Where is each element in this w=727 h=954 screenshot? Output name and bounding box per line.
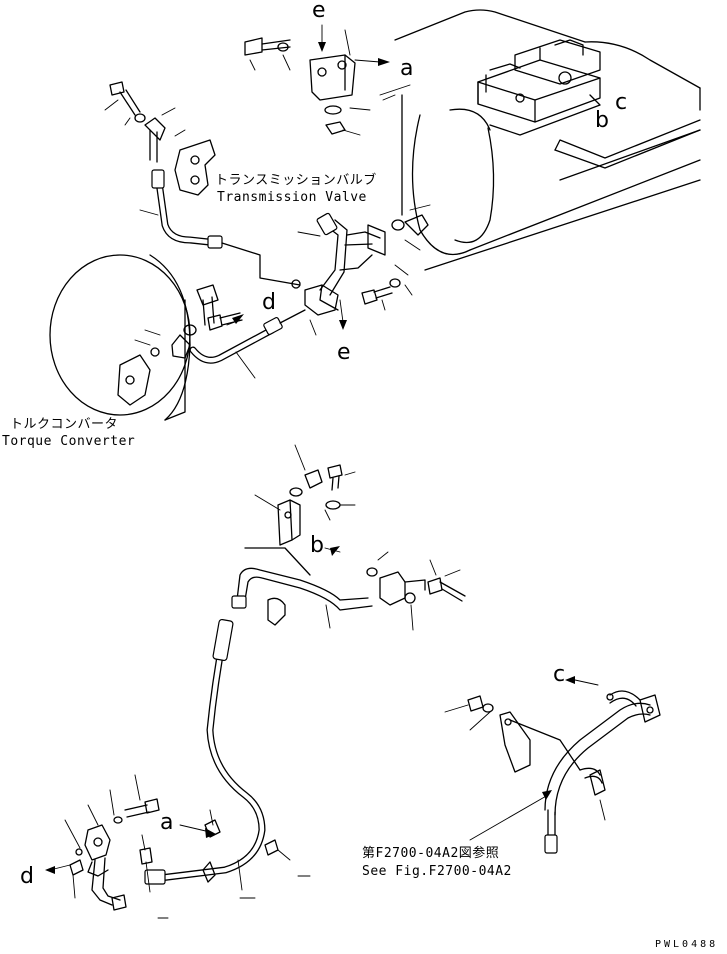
ref-letter-e-mid: e [337, 340, 351, 365]
lower-left-fitting [45, 774, 160, 911]
ref-letter-e-top: e [312, 0, 326, 23]
ref-letter-d-low: d [20, 864, 34, 889]
ref-letter-b-top: b [595, 108, 609, 133]
transmission-valve-label-en: Transmission Valve [217, 190, 367, 205]
torque-converter-label-en: Torque Converter [2, 434, 136, 449]
see-fig-label-en: See Fig.F2700-04A2 [362, 864, 512, 879]
transmission-port-fitting [391, 204, 431, 251]
transmission-valve-fitting [104, 81, 216, 196]
ref-letter-c-top: c [615, 90, 628, 115]
bracket-b-parts [244, 444, 356, 576]
see-fig-label-jp: 第F2700-04A2図参照 [362, 846, 500, 861]
converter-fitting [171, 284, 244, 359]
ref-letter-a-top: a [400, 56, 414, 81]
ref-letter-c-right: c [553, 662, 566, 687]
transmission-valve-label-jp: トランスミッションバルブ [215, 173, 377, 188]
ref-letter-a-low: a [160, 810, 174, 835]
upper-hose-1 [139, 169, 301, 286]
torque-converter [49, 254, 191, 421]
bracket-e [244, 24, 390, 136]
ref-letter-d-mid: d [262, 290, 276, 315]
torque-converter-label-jp: トルクコンバータ [10, 417, 119, 432]
ref-letter-b-mid: b [310, 533, 324, 558]
control-valve-block [477, 39, 601, 123]
see-fig-leader [469, 790, 552, 841]
converter-hose [189, 309, 306, 379]
drawing-code: PWL0488 [655, 939, 719, 950]
misc-leaders [157, 875, 311, 919]
tube-assembly-center [291, 212, 413, 336]
long-flex-hose [144, 618, 291, 891]
transmission-housing [379, 9, 701, 271]
tube-assembly-mid [231, 546, 466, 631]
tube-assembly-right [444, 676, 661, 854]
